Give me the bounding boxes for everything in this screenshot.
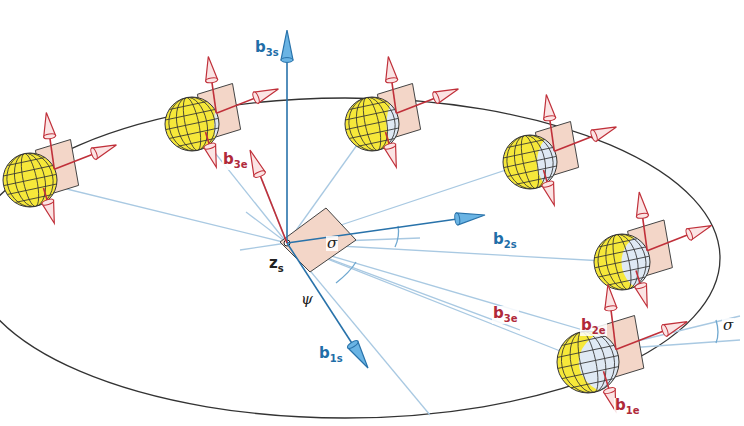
orbit-ellipse	[0, 98, 720, 418]
axis-line	[216, 98, 256, 114]
axis-line	[260, 174, 287, 243]
spacecraft-plate	[280, 208, 356, 272]
psi-arc	[336, 262, 356, 283]
axis-line	[287, 243, 353, 345]
arrow-cone	[605, 285, 617, 310]
arrow-cone-base	[385, 77, 398, 83]
angle-label: σ	[326, 236, 338, 251]
ray-line	[240, 243, 287, 250]
angle-label: ψ	[300, 292, 314, 307]
globe-shade	[59, 150, 60, 209]
satellite	[551, 285, 687, 412]
arrow-cone-base	[603, 387, 616, 395]
arrow-cone	[281, 30, 293, 60]
axis-line	[286, 60, 288, 243]
arrow-cone-base	[541, 180, 554, 188]
axis-label: b2s	[492, 232, 518, 250]
arrow-cone-base	[543, 115, 556, 121]
axis-line	[287, 219, 457, 243]
axis-line	[642, 216, 647, 251]
angle-label: σ	[722, 318, 734, 333]
axis-line	[616, 330, 665, 349]
arrow-cone-base	[205, 77, 218, 83]
arrow-cone-base	[634, 282, 647, 290]
arrow-cone-base	[605, 305, 617, 311]
axis-label: b3e	[492, 306, 519, 324]
ray-lines	[30, 124, 740, 415]
ray-line	[287, 243, 588, 362]
arrow-cone-base	[660, 324, 669, 337]
axis-line	[212, 80, 217, 113]
inertial-axes	[250, 30, 485, 368]
ray-line	[30, 180, 287, 243]
axis-line	[392, 80, 397, 113]
satellite	[160, 57, 278, 168]
axis-line	[54, 154, 94, 170]
globe	[3, 153, 57, 207]
ray-line	[287, 243, 600, 335]
arrow-cone-base	[203, 142, 216, 150]
satellite	[340, 57, 458, 168]
axis-line	[604, 371, 610, 390]
satellite	[0, 113, 116, 224]
axis-line	[550, 118, 555, 151]
arrow-cone-base	[432, 91, 441, 104]
arrow-cone-base	[90, 147, 99, 160]
arrow-cone-base	[636, 213, 649, 219]
axis-line	[611, 308, 616, 349]
axis-line	[554, 136, 594, 152]
sigma-arc	[716, 320, 718, 343]
arrow-cone-base	[281, 58, 293, 63]
globe-shade	[579, 328, 666, 396]
arrow-cone-base	[252, 91, 261, 104]
arrow-cone-base	[685, 228, 694, 241]
arrow-cone-base	[454, 213, 460, 226]
axis-line	[396, 98, 436, 114]
axis-label: b1s	[318, 346, 344, 364]
arrow-cone	[456, 213, 485, 225]
globe	[165, 97, 219, 151]
sigma-arc	[395, 226, 399, 247]
arrow-cone-base	[253, 170, 266, 179]
arrow-cone-base	[43, 133, 56, 139]
satellite	[498, 95, 616, 206]
arrow-cone-base	[383, 142, 396, 150]
arrow-cone-base	[590, 129, 599, 142]
axis-line	[50, 136, 55, 169]
axis-label: b3e	[222, 152, 249, 170]
arrow-cone-base	[346, 339, 359, 350]
globe-shade	[214, 94, 229, 153]
axis-line	[647, 234, 689, 250]
axis-label: b1e	[614, 398, 641, 416]
axis-label: b2e	[580, 318, 607, 336]
axis-label: zs	[268, 256, 285, 274]
arrow-cone-base	[41, 198, 54, 206]
axis-label: b3s	[254, 40, 280, 58]
